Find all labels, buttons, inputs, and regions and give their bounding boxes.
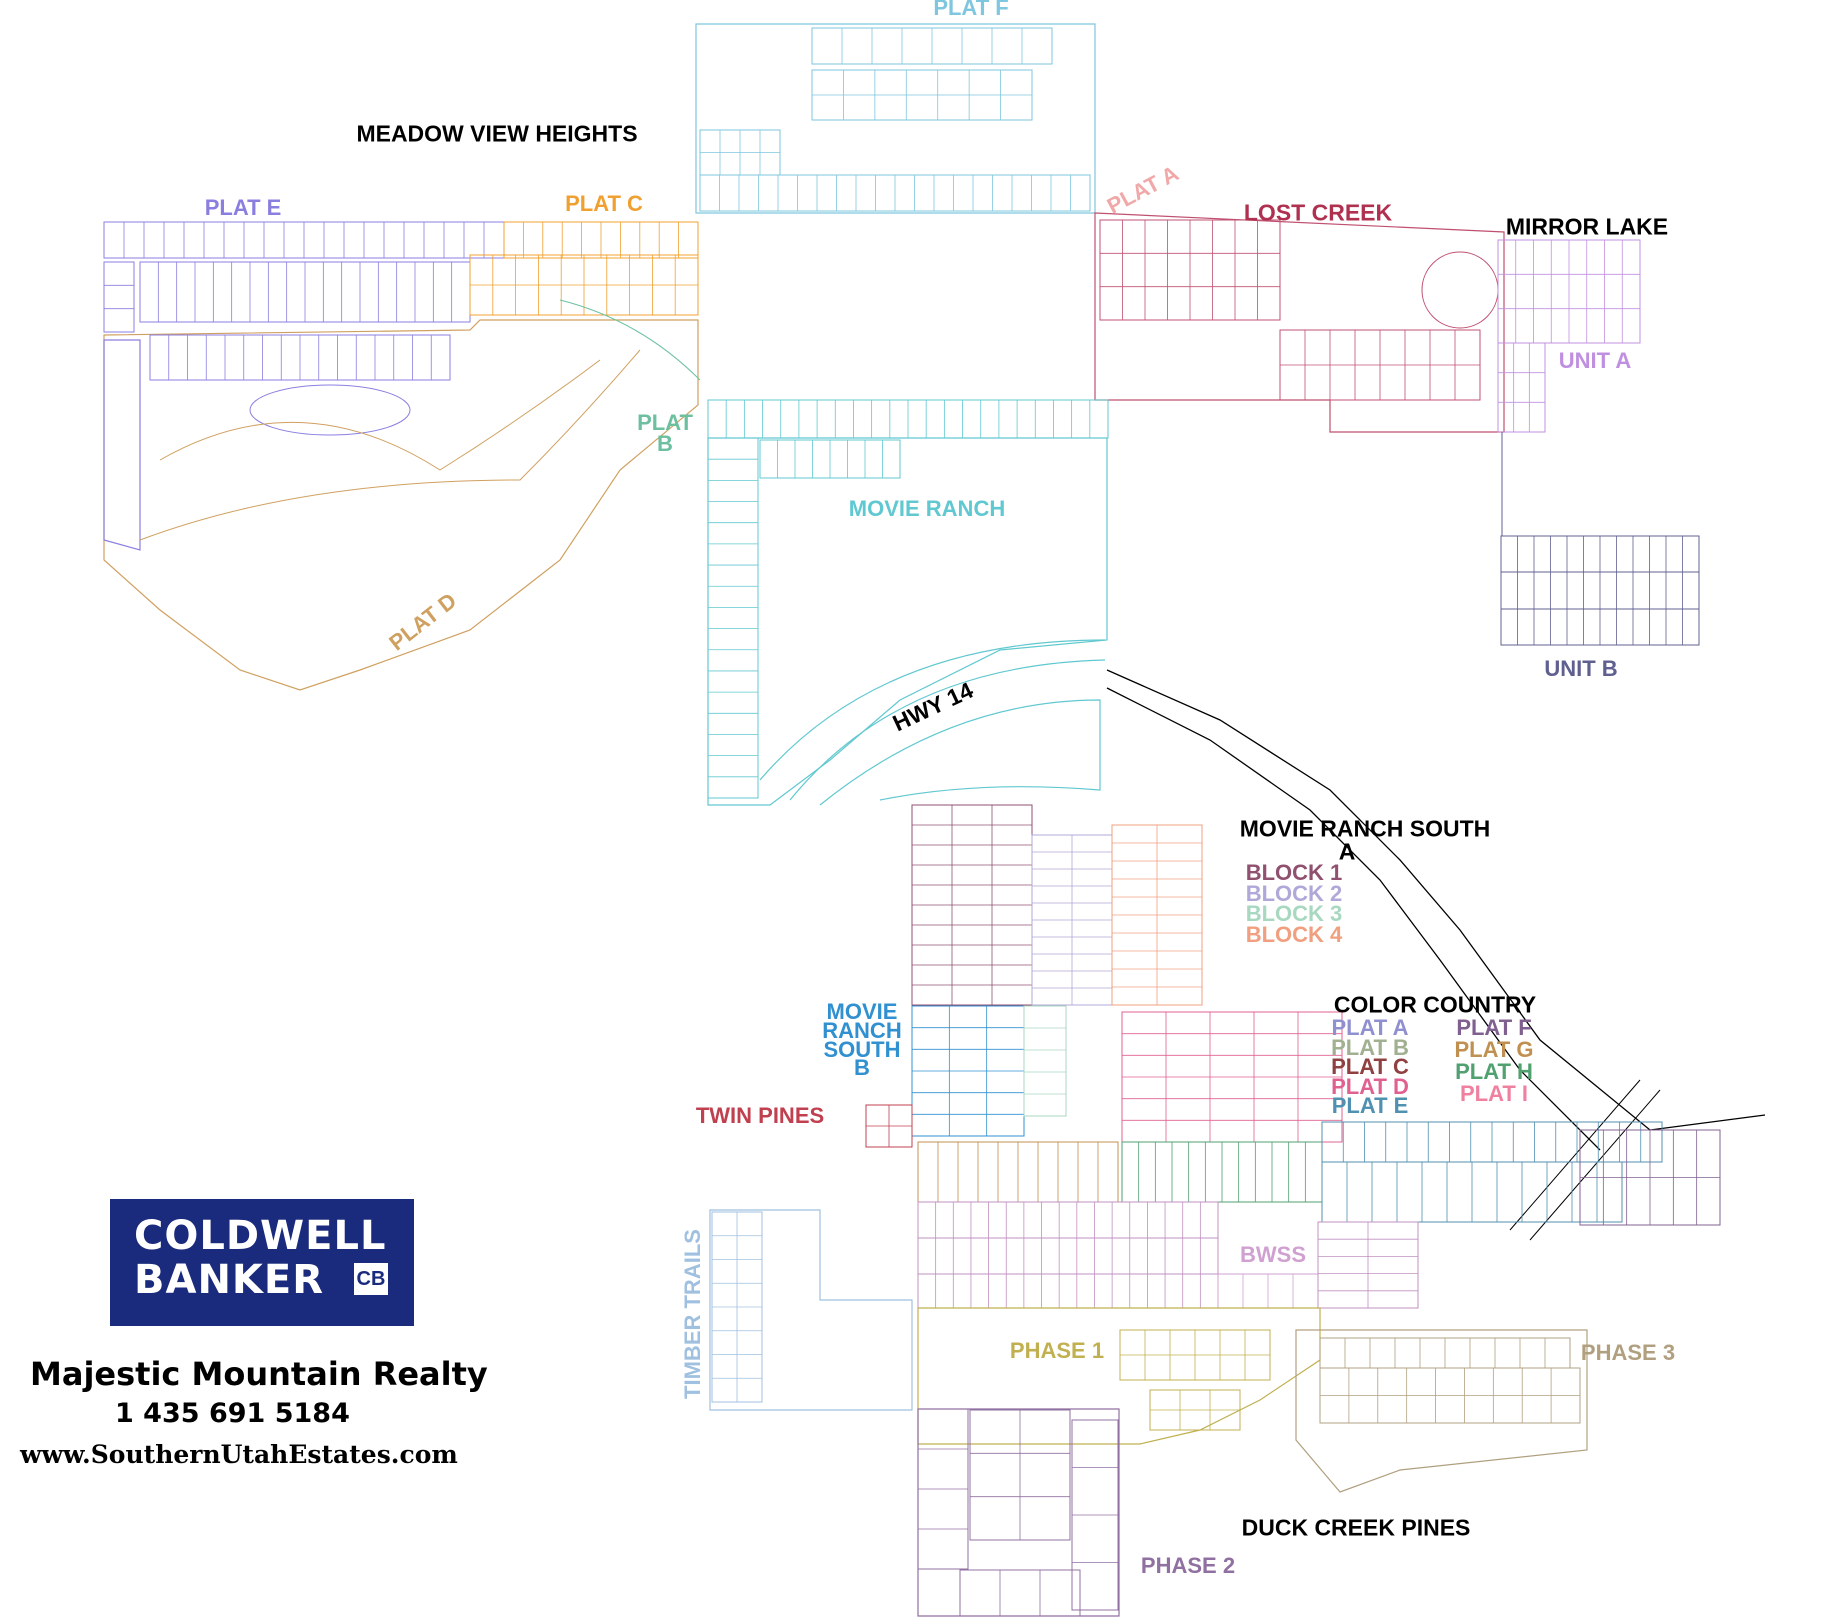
movie-ranch-south-curve (819, 699, 1101, 806)
block-legend-item: BLOCK 2 (1245, 880, 1343, 906)
plat-e-west-lots (103, 339, 141, 551)
color-country-label: COLOR COUNTRY (1333, 991, 1537, 1018)
timber-trails-boundary (709, 1209, 913, 1411)
lower-lots-row1-boundary (917, 1201, 1219, 1239)
movie-ranch-south-b-label-2: RANCH (822, 1018, 902, 1043)
phase-2-label: PHASE 2 (1140, 1553, 1236, 1578)
phase-1-label: PHASE 1 (1009, 1338, 1105, 1363)
phase-3-boundary (1295, 1329, 1588, 1493)
twin-pines-label: TWIN PINES (695, 1103, 825, 1128)
access-road (1509, 1079, 1641, 1231)
color-country-legend-item: PLAT F (1456, 1015, 1532, 1040)
movie-ranch-west-lots-boundary (707, 437, 759, 799)
plat-e-label: PLAT E (204, 195, 282, 220)
logo-line1: COLDWELL (134, 1213, 387, 1259)
company-phone: 1 435 691 5184 (115, 1398, 350, 1429)
phase-2-boundary (917, 1408, 1120, 1617)
color-country-legend-item: PLAT A (1331, 1015, 1409, 1040)
plat-f-boundary (695, 23, 1096, 214)
hwy-14-road-edge (1106, 669, 1766, 1131)
lost-creek-label: LOST CREEK (1243, 199, 1393, 226)
movie-ranch-south-b-label-1: MOVIE (826, 999, 898, 1024)
movie-ranch-south-b-label-4: B (854, 1055, 870, 1080)
plat-b-label-line2: B (657, 431, 673, 456)
movie-ranch-boundary (707, 437, 1108, 806)
color-country-legend-item: PLAT G (1454, 1037, 1534, 1062)
logo-line2: BANKER (134, 1257, 325, 1303)
block-legend-item: BLOCK 3 (1245, 901, 1343, 926)
unit-b-label: UNIT B (1544, 656, 1618, 681)
company-website: www.SouthernUtahEstates.com (20, 1440, 458, 1469)
color-country-legend-item: PLAT H (1455, 1059, 1533, 1084)
movie-ranch-curved-lots (759, 639, 1106, 801)
phase-3-label: PHASE 3 (1580, 1340, 1676, 1365)
movie-ranch-label: MOVIE RANCH (848, 496, 1006, 521)
color-country-legend-item: PLAT E (1331, 1093, 1409, 1118)
plat-d-boundary (103, 319, 699, 691)
plat-e-loop-road (249, 384, 411, 436)
timber-trails-label: TIMBER TRAILS (680, 1229, 705, 1399)
block-legend-item: BLOCK 4 (1245, 921, 1343, 947)
meadow-view-heights-label: MEADOW VIEW HEIGHTS (356, 120, 638, 147)
cb-mark-icon: CB (354, 1263, 388, 1295)
coldwell-banker-logo: COLDWELL BANKER CB (110, 1199, 414, 1326)
phase-1-boundary (917, 1307, 1321, 1445)
block-legend-item: BLOCK 1 (1245, 860, 1343, 885)
lower-lots-row2-boundary (917, 1237, 1219, 1275)
plat-b-road (559, 299, 701, 381)
bwss-label: BWSS (1240, 1242, 1306, 1267)
movie-ranch-south-a-label: A (1338, 838, 1356, 865)
unit-a-label: UNIT A (1558, 348, 1632, 373)
lower-lots-row3-boundary (917, 1273, 1219, 1309)
hwy-14-road-edge (1106, 687, 1601, 1151)
plat-d-road (159, 359, 601, 471)
mirror-lake-label: MIRROR LAKE (1505, 213, 1669, 240)
company-name: Majestic Mountain Realty (30, 1355, 488, 1393)
color-country-legend-item: PLAT C (1331, 1054, 1409, 1079)
lost-creek-cul-de-sac (1421, 251, 1499, 329)
plat-c-label: PLAT C (565, 191, 643, 216)
color-country-legend-item: PLAT B (1331, 1034, 1409, 1060)
plat-f-top-label: PLAT F (933, 0, 1009, 20)
plat-e-west-col-boundary (103, 261, 135, 333)
duck-creek-pines-label: DUCK CREEK PINES (1241, 1514, 1471, 1541)
movie-ranch-south-b-col-boundary (1023, 1005, 1067, 1117)
plat-d-road (139, 349, 641, 541)
movie-ranch-south-b-label-3: SOUTH (823, 1037, 901, 1062)
access-road (1529, 1089, 1661, 1241)
movie-ranch-south-label: MOVIE RANCH SOUTH (1239, 815, 1491, 842)
plat-a-lost-creek-boundary (1094, 212, 1505, 433)
phase-2-south-lots-boundary (959, 1569, 1081, 1617)
unit-a-lots-boundary (1497, 342, 1546, 433)
color-country-legend-item: PLAT D (1331, 1073, 1409, 1099)
plat-b-label-line1: PLAT (637, 410, 693, 435)
color-country-legend-item: PLAT I (1459, 1081, 1529, 1106)
